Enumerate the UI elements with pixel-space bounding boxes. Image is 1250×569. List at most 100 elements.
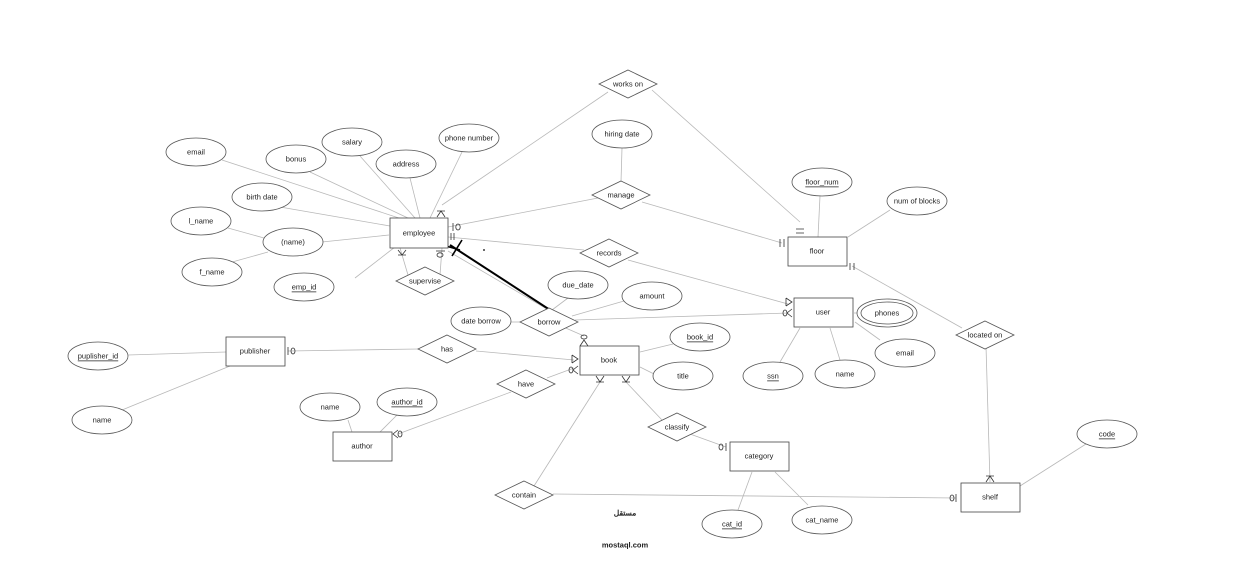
relationship-label: contain bbox=[512, 491, 536, 500]
attribute-cat-id[interactable]: cat_id bbox=[701, 509, 763, 539]
connector-lines bbox=[121, 89, 1087, 511]
attribute-amount[interactable]: amount bbox=[621, 281, 683, 311]
entity-label: publisher bbox=[240, 347, 271, 356]
relationship-label: classify bbox=[665, 423, 690, 432]
entity-book[interactable]: book bbox=[579, 345, 640, 376]
relationship-label: works on bbox=[612, 80, 643, 89]
entity-label: user bbox=[816, 308, 831, 317]
relationship-label: have bbox=[518, 380, 534, 389]
attribute-label: cat_id bbox=[722, 520, 742, 529]
attribute-label: (name) bbox=[281, 238, 305, 247]
attribute-cat-name[interactable]: cat_name bbox=[791, 505, 853, 535]
attribute-author-id[interactable]: author_id bbox=[376, 387, 438, 417]
attribute-label: author_id bbox=[391, 398, 422, 407]
attribute-ssn[interactable]: ssn bbox=[742, 361, 804, 391]
entity-employee[interactable]: employee bbox=[389, 217, 449, 249]
attribute-label: l_name bbox=[189, 217, 214, 226]
attribute-label: address bbox=[393, 160, 420, 169]
attribute-hiring-date[interactable]: hiring date bbox=[591, 119, 653, 149]
relationship-records[interactable]: records bbox=[579, 238, 639, 268]
attribute-title[interactable]: title bbox=[652, 361, 714, 391]
entity-shelf[interactable]: shelf bbox=[960, 482, 1021, 513]
attribute-label: due_date bbox=[562, 281, 593, 290]
relationship-label: has bbox=[441, 345, 453, 354]
attribute-address[interactable]: address bbox=[375, 149, 437, 179]
attribute-label: phone number bbox=[445, 134, 494, 143]
attribute-label: phones bbox=[875, 309, 900, 318]
relationship-supervise[interactable]: supervise bbox=[395, 266, 455, 296]
attribute-label: name bbox=[836, 370, 855, 379]
attribute-salary[interactable]: salary bbox=[321, 127, 383, 157]
attribute-bonus[interactable]: bonus bbox=[265, 144, 327, 174]
attribute-l-name[interactable]: l_name bbox=[170, 206, 232, 236]
relationship-label: supervise bbox=[409, 277, 441, 286]
relationship-have[interactable]: have bbox=[496, 369, 556, 399]
attribute-label: amount bbox=[639, 292, 665, 301]
attribute-label: bonus bbox=[286, 155, 307, 164]
attribute-birth-date[interactable]: birth date bbox=[231, 182, 293, 212]
attribute-label: date borrow bbox=[461, 317, 501, 326]
relationship-classify[interactable]: classify bbox=[647, 412, 707, 442]
attribute-email-employee[interactable]: email bbox=[165, 137, 227, 167]
relationship-label: borrow bbox=[538, 318, 562, 327]
cardinality-marks bbox=[287, 210, 995, 502]
relationship-contain[interactable]: contain bbox=[494, 480, 554, 510]
attribute-label: name bbox=[321, 403, 340, 412]
attribute-floor-num[interactable]: floor_num bbox=[791, 167, 853, 197]
attribute-label: birth date bbox=[246, 193, 277, 202]
attribute-num-of-blocks[interactable]: num of blocks bbox=[886, 186, 948, 216]
watermark-arabic: مستقل bbox=[614, 509, 636, 518]
attribute-date-borrow[interactable]: date borrow bbox=[450, 306, 512, 336]
entity-category[interactable]: category bbox=[729, 441, 790, 472]
entity-label: floor bbox=[810, 247, 825, 256]
attribute-name-author[interactable]: name bbox=[299, 392, 361, 422]
attribute-name-publisher[interactable]: name bbox=[71, 405, 133, 435]
attribute-label: book_id bbox=[687, 333, 713, 342]
entity-label: shelf bbox=[982, 493, 999, 502]
attribute-label: emp_id bbox=[292, 283, 317, 292]
entity-author[interactable]: author bbox=[332, 431, 393, 462]
attribute-label: email bbox=[187, 148, 205, 157]
attribute-name-composite[interactable]: (name) bbox=[262, 227, 324, 257]
attribute-label: salary bbox=[342, 138, 362, 147]
entity-label: employee bbox=[403, 229, 436, 238]
relationship-label: located on bbox=[968, 331, 1003, 340]
entity-label: author bbox=[351, 442, 373, 451]
attribute-label: hiring date bbox=[604, 130, 639, 139]
attribute-due-date[interactable]: due_date bbox=[547, 270, 609, 300]
attribute-email-user[interactable]: email bbox=[874, 338, 936, 368]
entity-publisher[interactable]: publisher bbox=[225, 336, 286, 367]
attribute-name-user[interactable]: name bbox=[814, 359, 876, 389]
attribute-label: ssn bbox=[767, 372, 779, 381]
relationship-borrow[interactable]: borrow bbox=[519, 307, 579, 337]
attribute-puplisher-id[interactable]: puplisher_id bbox=[67, 341, 129, 371]
relationship-label: records bbox=[596, 249, 621, 258]
attribute-label: name bbox=[93, 416, 112, 425]
attribute-label: email bbox=[896, 349, 914, 358]
relationship-works-on[interactable]: works on bbox=[598, 69, 658, 99]
attribute-book-id[interactable]: book_id bbox=[669, 322, 731, 352]
attribute-phones-multivalued[interactable]: phones bbox=[856, 298, 918, 328]
watermark-latin: mostaql.com bbox=[602, 541, 649, 550]
attribute-f-name[interactable]: f_name bbox=[181, 257, 243, 287]
relationship-manage[interactable]: manage bbox=[591, 180, 651, 210]
attribute-label: floor_num bbox=[805, 178, 838, 187]
entity-user[interactable]: user bbox=[793, 297, 854, 328]
attribute-emp-id[interactable]: emp_id bbox=[273, 272, 335, 302]
highlight-line bbox=[445, 239, 551, 311]
entity-label: category bbox=[745, 452, 774, 461]
entity-floor[interactable]: floor bbox=[787, 236, 848, 267]
relationship-has[interactable]: has bbox=[417, 334, 477, 364]
watermark: مستقل mostaql.com bbox=[602, 509, 649, 550]
relationship-located-on[interactable]: located on bbox=[955, 320, 1015, 350]
relationship-label: manage bbox=[607, 191, 634, 200]
attribute-label: puplisher_id bbox=[78, 352, 118, 361]
attribute-phone-number[interactable]: phone number bbox=[438, 123, 500, 153]
attribute-label: cat_name bbox=[806, 516, 839, 525]
attribute-code[interactable]: code bbox=[1076, 419, 1138, 449]
entity-label: book bbox=[601, 356, 618, 365]
attribute-label: num of blocks bbox=[894, 197, 941, 206]
attribute-label: title bbox=[677, 372, 689, 381]
attribute-label: f_name bbox=[199, 268, 224, 277]
